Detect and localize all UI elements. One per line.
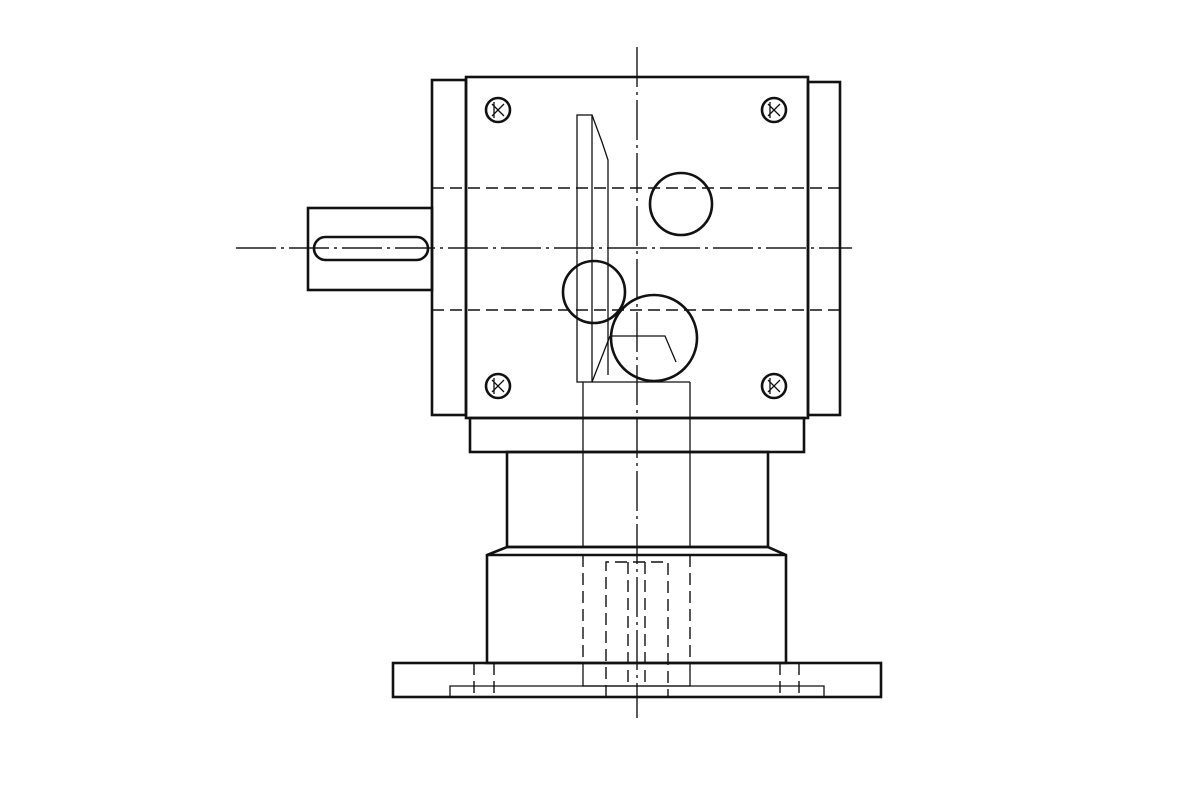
gear-circle xyxy=(609,293,699,383)
input-shaft xyxy=(306,206,434,292)
screw-icon xyxy=(760,96,788,124)
screw-icon xyxy=(484,96,512,124)
base-flange xyxy=(391,661,883,699)
screw-icon xyxy=(760,372,788,400)
bevel-gear xyxy=(576,114,690,383)
gear-circle xyxy=(561,259,627,325)
output-bore-circle xyxy=(648,171,714,237)
screw-icon xyxy=(484,372,512,400)
